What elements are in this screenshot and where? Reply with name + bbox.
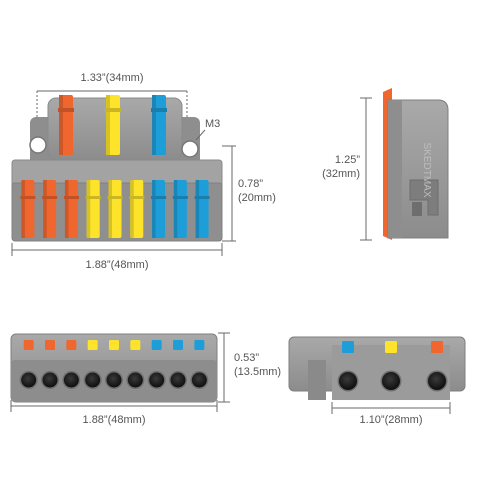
bottom-length-label: 1.88”(48mm)	[82, 414, 146, 426]
bottom-wire-hole	[19, 371, 38, 389]
front-input-lever	[58, 95, 74, 155]
front-output-lever	[85, 180, 101, 238]
front-height-dimension-line	[222, 145, 236, 242]
front-input-lever	[151, 95, 167, 155]
front-bottom-dimension-line	[11, 243, 223, 256]
bottom-height-dimension-line	[218, 332, 230, 403]
front-output-lever	[20, 180, 36, 238]
end-lever	[385, 341, 397, 353]
bottom-levers	[23, 340, 205, 350]
bottom-height-label-line1: 0.53”	[234, 352, 260, 364]
side-view: SKEDTMAX	[360, 88, 449, 241]
m3-hole-label: M3	[205, 118, 221, 130]
front-output-lever	[107, 180, 123, 238]
bottom-lever	[87, 340, 98, 350]
bottom-wire-hole	[62, 371, 81, 389]
bottom-lever	[130, 340, 141, 350]
front-output-lever	[151, 180, 167, 238]
front-output-lever	[194, 180, 210, 238]
front-height-label-line2: (20mm)	[238, 192, 276, 204]
bottom-wire-hole	[105, 371, 123, 389]
front-length-label: 1.88”(48mm)	[85, 259, 149, 271]
bottom-wire-hole	[83, 371, 102, 389]
side-height-label-line1: 1.25”	[334, 154, 360, 166]
front-input-lever	[105, 95, 121, 155]
bottom-holes	[19, 371, 209, 389]
side-height-label-line2: (32mm)	[322, 168, 360, 180]
front-output-lever	[63, 180, 79, 238]
bottom-wire-hole	[169, 371, 187, 389]
end-width-label: 1.10”(28mm)	[359, 414, 423, 426]
front-output-levers	[20, 180, 210, 238]
front-output-lever	[172, 180, 188, 238]
mount-hole-right	[181, 140, 199, 158]
end-wire-hole	[337, 370, 359, 392]
bottom-wire-hole	[147, 371, 166, 389]
bottom-lever	[109, 340, 119, 350]
end-levers	[342, 341, 443, 353]
bottom-lever	[23, 340, 34, 350]
bottom-wire-hole	[190, 371, 209, 389]
front-output-lever	[42, 180, 58, 238]
bottom-wire-hole	[41, 371, 59, 389]
bottom-lever	[194, 340, 205, 350]
bottom-lever	[151, 340, 162, 350]
side-height-dimension-line	[360, 97, 372, 241]
end-holes	[337, 370, 448, 392]
bottom-view	[10, 332, 230, 412]
front-input-levers	[58, 95, 167, 155]
front-output-lever	[129, 180, 145, 238]
end-view	[288, 336, 466, 414]
top-width-label: 1.33”(34mm)	[80, 72, 144, 84]
side-clip	[409, 179, 439, 216]
m3-leader-line	[195, 129, 206, 141]
mount-hole-left	[29, 136, 47, 154]
end-width-dimension-line	[331, 402, 451, 414]
bottom-lever	[66, 340, 77, 350]
end-lever	[342, 341, 354, 353]
bottom-wire-hole	[126, 371, 145, 389]
end-lever	[431, 341, 443, 353]
end-wire-hole	[426, 370, 448, 392]
bottom-height-label-line2: (13.5mm)	[234, 366, 282, 378]
front-view	[11, 90, 236, 256]
bottom-lever	[45, 340, 55, 350]
bottom-length-dimension-line	[10, 400, 218, 412]
side-watermark: SKEDTMAX	[421, 142, 432, 197]
bottom-lever	[173, 340, 183, 350]
end-wire-hole	[380, 370, 402, 392]
front-height-label-line1: 0.78”	[238, 178, 264, 190]
